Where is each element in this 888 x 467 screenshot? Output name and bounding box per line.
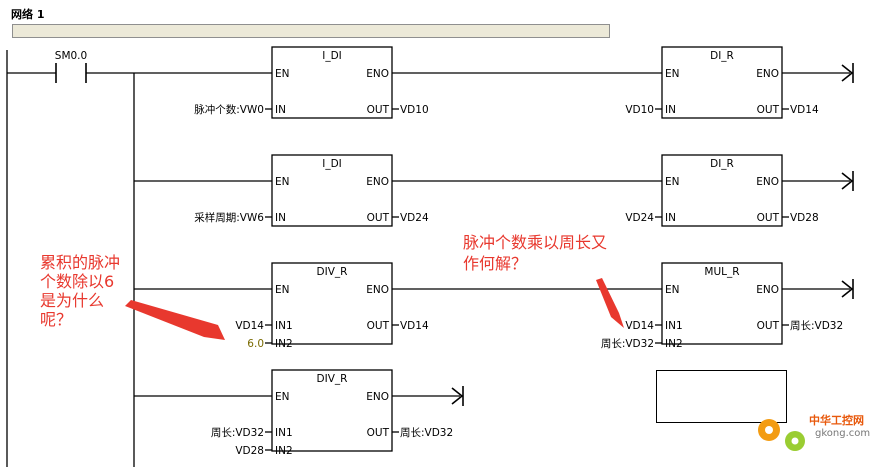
en-pin-label: EN bbox=[665, 176, 680, 188]
output-operand: VD14 bbox=[400, 320, 429, 332]
watermark-text: 中华工控网 bbox=[809, 414, 864, 427]
out-pin-label: OUT bbox=[757, 320, 780, 332]
input-operand: 采样周期:VW6 bbox=[194, 211, 264, 224]
block-title: DIV_R bbox=[317, 373, 348, 385]
block-box bbox=[661, 46, 783, 119]
input-operand: VD14 bbox=[625, 320, 654, 332]
block-title: DI_R bbox=[710, 50, 734, 62]
eno-pin-label: ENO bbox=[756, 176, 779, 188]
en-pin-label: EN bbox=[665, 284, 680, 296]
annotation-line: 累积的脉冲 bbox=[40, 253, 120, 272]
block-box bbox=[271, 46, 393, 119]
block-title: DI_R bbox=[710, 158, 734, 170]
gear-icon bbox=[758, 419, 805, 451]
en-pin-label: EN bbox=[275, 391, 290, 403]
output-operand: 周长:VD32 bbox=[790, 320, 843, 332]
input-operand: VD24 bbox=[625, 212, 654, 224]
input-pin-label: IN2 bbox=[665, 338, 683, 350]
output-operand: VD28 bbox=[790, 212, 819, 224]
wiring bbox=[6, 50, 850, 467]
block-title: MUL_R bbox=[704, 266, 739, 278]
block-box bbox=[271, 154, 393, 227]
block-box bbox=[661, 154, 783, 227]
block-box bbox=[271, 262, 393, 345]
en-pin-label: EN bbox=[275, 284, 290, 296]
input-pin-label: IN2 bbox=[275, 445, 293, 457]
eno-pin-label: ENO bbox=[756, 284, 779, 296]
watermark-url: gkong.com bbox=[815, 428, 871, 439]
eno-pin-label: ENO bbox=[366, 284, 389, 296]
input-operand: 脉冲个数:VW0 bbox=[194, 103, 264, 116]
en-pin-label: EN bbox=[275, 176, 290, 188]
en-pin-label: EN bbox=[275, 68, 290, 80]
input-pin-label: IN1 bbox=[275, 320, 293, 332]
en-pin-label: EN bbox=[665, 68, 680, 80]
arrow-icon bbox=[841, 64, 854, 82]
network-comment-field[interactable] bbox=[12, 24, 610, 38]
input-pin-label: IN2 bbox=[275, 338, 293, 350]
input-operand: VD10 bbox=[625, 104, 654, 116]
arrow-icon bbox=[451, 387, 464, 405]
function-block-di-r[interactable]: DI_R EN ENO OUT VD28 IN VD24 bbox=[625, 154, 819, 227]
input-pin-label: IN bbox=[665, 104, 676, 116]
output-operand: 周长:VD32 bbox=[400, 427, 453, 439]
input-operand: VD28 bbox=[235, 445, 264, 457]
red-arrow-icon bbox=[125, 300, 225, 340]
annotation-line: 脉冲个数乘以周长又 bbox=[463, 233, 607, 252]
input-operand: VD14 bbox=[235, 320, 264, 332]
block-box bbox=[271, 369, 393, 452]
contact-sm0-0[interactable]: SM0.0 bbox=[55, 50, 87, 83]
function-block-i-di[interactable]: I_DI EN ENO OUT VD24 IN 采样周期:VW6 bbox=[194, 154, 429, 227]
out-pin-label: OUT bbox=[367, 427, 390, 439]
arrow-icon bbox=[841, 280, 854, 298]
eno-pin-label: ENO bbox=[366, 176, 389, 188]
contact-label: SM0.0 bbox=[55, 50, 87, 62]
input-pin-label: IN1 bbox=[665, 320, 683, 332]
function-block-di-r[interactable]: DI_R EN ENO OUT VD14 IN VD10 bbox=[625, 46, 819, 119]
block-title: I_DI bbox=[322, 158, 342, 170]
input-pin-label: IN bbox=[275, 104, 286, 116]
eno-pin-label: ENO bbox=[366, 391, 389, 403]
annotation-line: 作何解？ bbox=[463, 254, 527, 273]
output-operand: VD14 bbox=[790, 104, 819, 116]
eno-pin-label: ENO bbox=[366, 68, 389, 80]
annotation-line: 个数除以6 bbox=[40, 272, 114, 291]
input-operand: 周长:VD32 bbox=[211, 427, 264, 439]
network-title: 网络 1 bbox=[11, 8, 45, 21]
out-pin-label: OUT bbox=[757, 212, 780, 224]
block-title: DIV_R bbox=[317, 266, 348, 278]
out-pin-label: OUT bbox=[367, 212, 390, 224]
annotation-line: 是为什么 bbox=[40, 291, 104, 310]
eno-arrows bbox=[451, 63, 854, 406]
input-pin-label: IN bbox=[275, 212, 286, 224]
input-pin-label: IN1 bbox=[275, 427, 293, 439]
function-block-i-di[interactable]: I_DI EN ENO OUT VD10 IN 脉冲个数:VW0 bbox=[194, 46, 429, 119]
block-box bbox=[661, 262, 783, 345]
annotation-arrows bbox=[125, 278, 624, 340]
watermark-logo bbox=[758, 419, 805, 451]
out-pin-label: OUT bbox=[757, 104, 780, 116]
input-operand: 周长:VD32 bbox=[601, 338, 654, 350]
out-pin-label: OUT bbox=[367, 104, 390, 116]
out-pin-label: OUT bbox=[367, 320, 390, 332]
empty-block[interactable] bbox=[656, 370, 787, 423]
arrow-icon bbox=[841, 172, 854, 190]
block-title: I_DI bbox=[322, 50, 342, 62]
output-operand: VD24 bbox=[400, 212, 429, 224]
input-operand: 6.0 bbox=[247, 338, 264, 350]
input-pin-label: IN bbox=[665, 212, 676, 224]
output-operand: VD10 bbox=[400, 104, 429, 116]
red-arrow-icon bbox=[596, 278, 624, 328]
annotation-line: 呢？ bbox=[40, 310, 72, 329]
eno-pin-label: ENO bbox=[756, 68, 779, 80]
